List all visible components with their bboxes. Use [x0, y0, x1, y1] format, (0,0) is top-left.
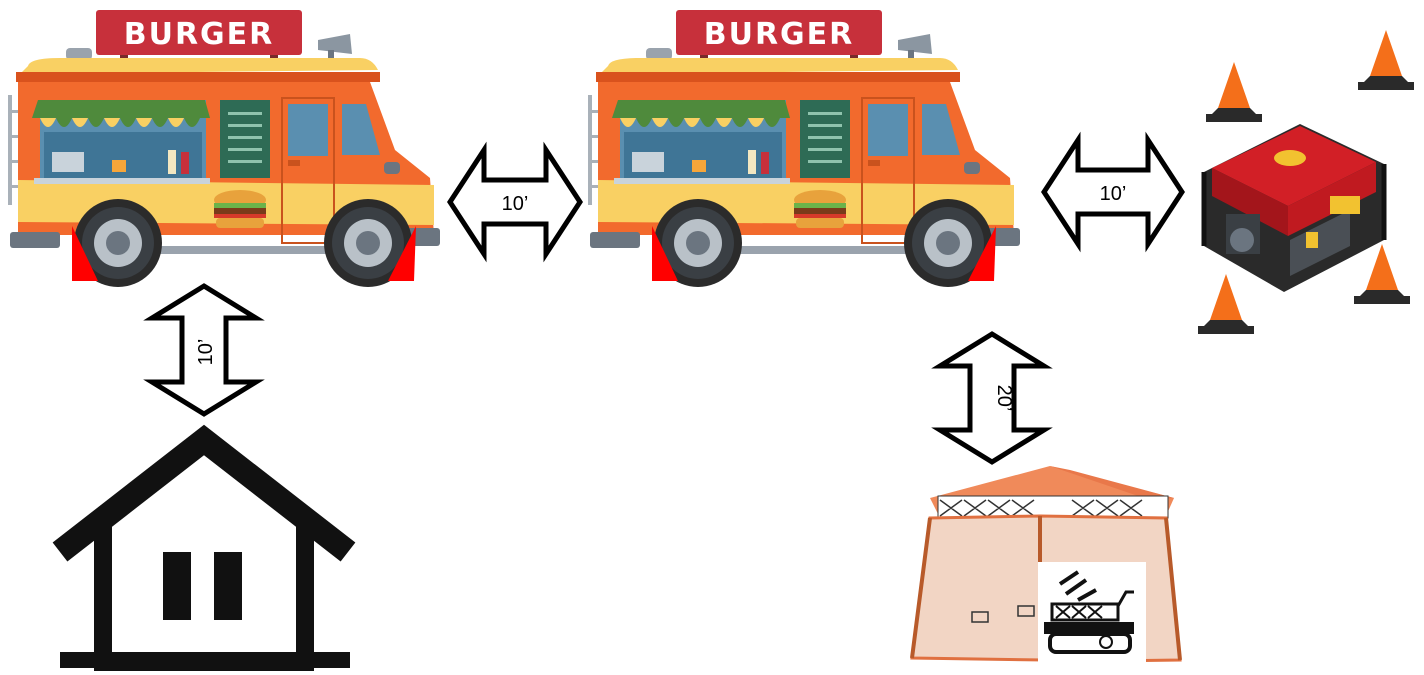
food-truck-1: BURGER: [8, 10, 440, 287]
distance-arrow-truck-to-tent: 20’: [940, 334, 1044, 462]
distance-label-truck-to-tent: 20’: [993, 385, 1015, 412]
traffic-cone-icon: [1358, 30, 1414, 90]
distance-arrow-truck-to-generator: 10’: [1044, 140, 1182, 244]
traffic-cone-icon: [1354, 244, 1410, 304]
distance-label-truck-to-truck: 10’: [502, 193, 529, 215]
food-truck-2: BURGER: [588, 10, 1020, 287]
generator-icon: [1204, 124, 1384, 292]
distance-label-truck-to-generator: 10’: [1100, 183, 1127, 205]
truck-1-sign: BURGER: [124, 17, 275, 52]
building-icon: [60, 440, 350, 668]
fryer-icon: [1038, 562, 1146, 666]
distance-label-truck-to-building: 10’: [195, 339, 217, 366]
traffic-cone-icon: [1198, 274, 1254, 334]
distance-arrow-truck-to-truck: 10’: [450, 150, 580, 254]
truck-2-sign: BURGER: [704, 17, 855, 52]
traffic-cone-icon: [1206, 62, 1262, 122]
distance-arrow-truck-to-building: 10’: [152, 286, 256, 414]
